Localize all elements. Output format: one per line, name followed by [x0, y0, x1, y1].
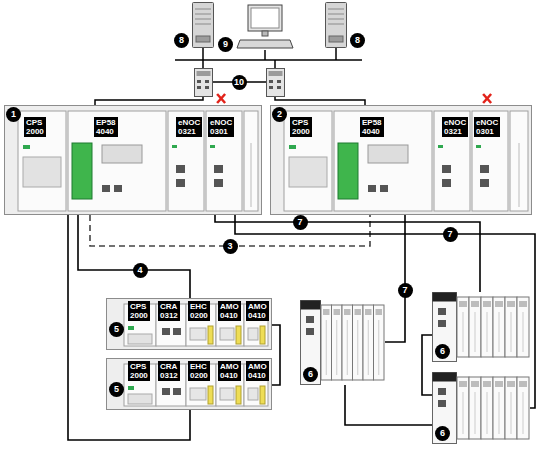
module-tag: EP58 4040 [360, 117, 384, 137]
module-tag: CPS 2000 [24, 117, 46, 137]
distributed-io-island: 6 [432, 292, 530, 362]
callout-number: 6 [303, 367, 318, 382]
server-drop [335, 48, 337, 60]
module-tag: eNOC 0301 [208, 117, 234, 137]
module-tag: EP58 4040 [94, 117, 118, 137]
module-label: EHC 0200 [190, 302, 208, 320]
module-label: CPS 2000 [26, 118, 44, 136]
callout-number: 3 [223, 239, 238, 254]
module-tag: AMO 0410 [218, 301, 241, 321]
server-tower: 8 [192, 2, 214, 48]
module-tag: AMO 0410 [246, 361, 269, 381]
module-label: EHC 0200 [190, 362, 208, 380]
distributed-io-island: 6 [432, 372, 530, 444]
module-tag: AMO 0410 [218, 361, 241, 381]
disabled-cross [217, 94, 225, 103]
module-tag: CRA 0312 [158, 361, 180, 381]
ethernet-cable [385, 215, 405, 342]
ethernet-cable [78, 215, 190, 298]
ethernet-wires [95, 48, 365, 105]
remote-io-rack: 5 CPS 2000 CRA 0312 EHC 0200 AMO 0410 AMO 041… [106, 298, 272, 350]
module-tag: CPS 2000 [128, 301, 150, 321]
module-label: CRA 0312 [160, 302, 178, 320]
workstation-drawing [236, 4, 294, 50]
ethernet-cable [345, 385, 432, 425]
server-tower: 8 [325, 2, 347, 48]
module-label: AMO 0410 [220, 302, 239, 320]
rack-uplink [95, 96, 203, 105]
module-label: CPS 2000 [130, 302, 148, 320]
switch-drop [274, 60, 276, 68]
server-tower-drawing [192, 2, 214, 48]
module-tag: CRA 0312 [158, 301, 180, 321]
module-tag: eNOC 0321 [442, 117, 468, 137]
module-tag: EHC 0200 [188, 301, 210, 321]
module-tag: CPS 2000 [290, 117, 312, 137]
callout-number: 7 [398, 283, 413, 298]
module-label: AMO 0410 [248, 362, 267, 380]
ethernet-switch [267, 69, 285, 97]
ethernet-cable [422, 335, 432, 395]
workstation-drop [264, 50, 266, 60]
module-label: eNOC 0321 [444, 118, 466, 136]
module-label: EP58 4040 [362, 118, 382, 136]
hot-standby-rack: 2CPS 2000 EP58 4040 eNOC 0321 eNOC 0301 [270, 105, 532, 215]
hot-standby-rack: 1CPS 2000 EP58 4040 eNOC 0321 eNOC 0301 [4, 105, 262, 215]
callout-number: 4 [133, 263, 148, 278]
module-tag: eNOC 0301 [474, 117, 500, 137]
callout-number: 2 [272, 107, 287, 122]
callout-number: 6 [435, 344, 450, 359]
module-label: CRA 0312 [160, 362, 178, 380]
server-tower-drawing [325, 2, 347, 48]
callout-number: 8 [350, 33, 365, 48]
ethernet-cable [215, 215, 480, 292]
rack-uplink [275, 96, 365, 105]
callout-number: 6 [435, 426, 450, 441]
module-label: eNOC 0321 [178, 118, 200, 136]
callout-number: 8 [174, 33, 189, 48]
callout-number: 10 [232, 75, 247, 90]
module-label: AMO 0410 [220, 362, 239, 380]
callout-number: 5 [109, 382, 124, 397]
callout-number: 7 [443, 227, 458, 242]
module-label: eNOC 0301 [476, 118, 498, 136]
workstation: 9 [236, 4, 294, 50]
callout-number: 5 [109, 322, 124, 337]
module-label: EP58 4040 [96, 118, 116, 136]
disabled-cross [483, 94, 491, 103]
server-drop [202, 48, 204, 68]
remote-io-rack: 5 CPS 2000 CRA 0312 EHC 0200 AMO 0410 AMO 041… [106, 358, 272, 410]
callout-number: 9 [218, 37, 233, 52]
ethernet-switch [195, 69, 213, 97]
module-tag: eNOC 0321 [176, 117, 202, 137]
ethernet-cable [68, 215, 190, 440]
module-tag: AMO 0410 [246, 301, 269, 321]
distributed-io-island: 6 [300, 300, 385, 385]
ethernet-cable [272, 325, 280, 385]
module-label: eNOC 0301 [210, 118, 232, 136]
callout-number: 7 [293, 215, 308, 230]
module-label: AMO 0410 [248, 302, 267, 320]
callout-number: 1 [6, 107, 21, 122]
module-tag: EHC 0200 [188, 361, 210, 381]
module-label: CPS 2000 [292, 118, 310, 136]
module-label: CPS 2000 [130, 362, 148, 380]
module-tag: CPS 2000 [128, 361, 150, 381]
